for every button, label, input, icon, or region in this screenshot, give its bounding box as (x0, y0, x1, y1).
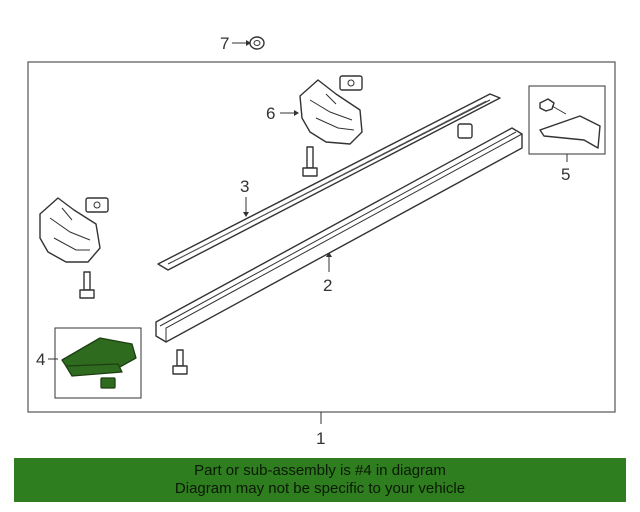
part-4-end-cap-highlighted[interactable]: 4 (36, 327, 142, 399)
rail-bolt[interactable] (172, 349, 188, 375)
banner-line-2: Diagram may not be specific to your vehi… (174, 480, 466, 497)
front-mounting-bracket[interactable] (39, 197, 109, 299)
part-2-running-board[interactable]: 2 (155, 123, 523, 343)
part-5-end-cap[interactable]: 5 (528, 85, 606, 184)
callout-3: 3 (240, 177, 249, 196)
part-1-assembly[interactable]: 1 (316, 412, 325, 448)
callout-5: 5 (561, 165, 570, 184)
callout-4: 4 (36, 350, 45, 369)
banner-line-1: Part or sub-assembly is #4 in diagram (194, 462, 446, 479)
callout-1: 1 (316, 429, 325, 448)
callout-6: 6 (266, 104, 275, 123)
info-banner: Part or sub-assembly is #4 in diagram Di… (14, 458, 626, 502)
part-7-clip-nut[interactable]: 7 (220, 34, 265, 53)
callout-2: 2 (323, 276, 332, 295)
step-pad-ribs (171, 100, 487, 263)
callout-7: 7 (220, 34, 229, 53)
rib-line (476, 100, 487, 107)
part-6-rear-bracket[interactable]: 6 (266, 75, 363, 177)
